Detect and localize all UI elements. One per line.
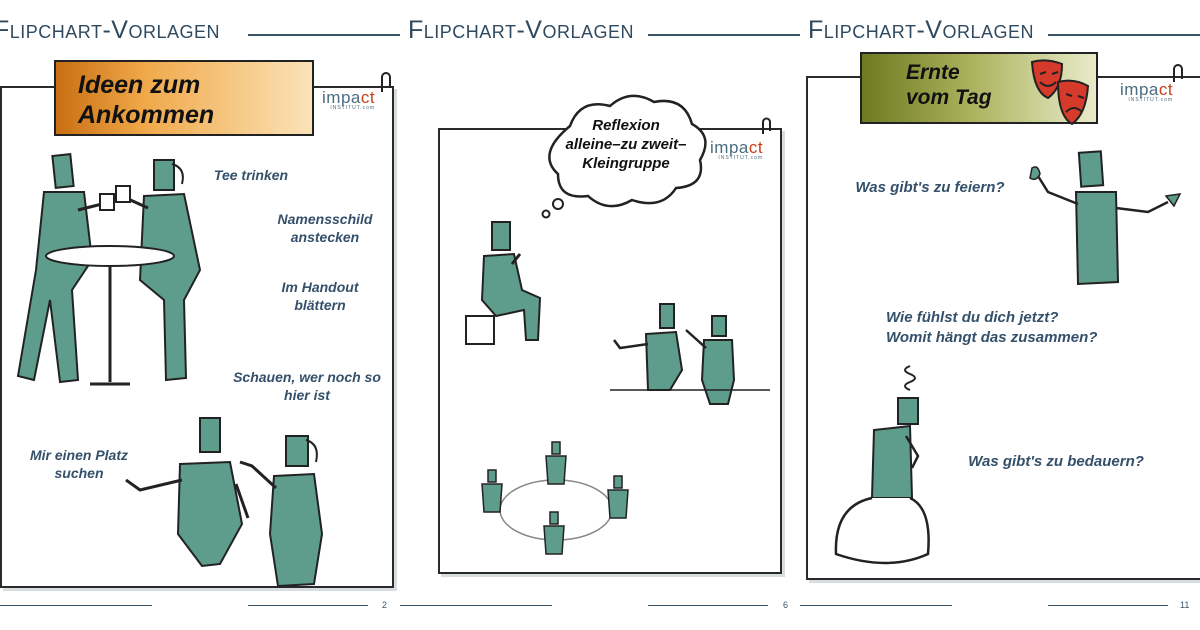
banner-ideen: Ideen zum Ankommen bbox=[54, 60, 314, 136]
cloud-text: Reflexion alleine–zu zweit– Kleingruppe bbox=[565, 117, 687, 172]
footer-rule bbox=[248, 605, 368, 606]
item-text: Schauen, wer noch so hier ist bbox=[233, 369, 381, 403]
flipchart-clip-icon bbox=[1173, 64, 1183, 82]
pondering-person-illustration bbox=[834, 365, 930, 565]
flipchart-clip-icon bbox=[762, 117, 771, 134]
group-circle-illustration bbox=[481, 441, 629, 555]
banner-line: Ernte bbox=[906, 61, 960, 84]
impact-logo: impact INSTITUT.com bbox=[710, 138, 764, 161]
question-text: Was gibt's zu feiern? bbox=[855, 179, 1005, 196]
banner-line: vom Tag bbox=[906, 86, 992, 109]
header-title-3: Flipchart-Vorlagen bbox=[808, 16, 1034, 44]
item-text: Im Handout blättern bbox=[281, 279, 359, 313]
footer-rule bbox=[0, 605, 152, 606]
header-rule bbox=[248, 34, 400, 36]
footer-rule bbox=[800, 605, 952, 606]
banner-line: Ideen zum bbox=[78, 71, 201, 99]
page-number: 6 bbox=[783, 600, 789, 610]
flipchart-clip-icon bbox=[381, 72, 391, 92]
item-text: Namensschild anstecken bbox=[277, 211, 373, 245]
item-text: Tee trinken bbox=[213, 167, 289, 183]
item-text: Mir einen Platz suchen bbox=[29, 447, 129, 481]
banner-line: Ankommen bbox=[78, 101, 215, 129]
thinking-person-illustration bbox=[465, 221, 542, 345]
footer-rule bbox=[400, 605, 552, 606]
impact-logo: impact INSTITUT.com bbox=[1120, 80, 1174, 103]
theater-masks-icon bbox=[1030, 59, 1090, 126]
celebrating-person-illustration bbox=[1029, 150, 1182, 286]
header-title-2: Flipchart-Vorlagen bbox=[408, 16, 634, 44]
header-title-1: Flipchart-Vorlagen bbox=[0, 16, 220, 44]
page-number: 2 bbox=[382, 600, 388, 610]
footer-rule bbox=[1048, 605, 1168, 606]
impact-logo: impact INSTITUT.com bbox=[322, 88, 376, 111]
people-at-table-illustration bbox=[16, 153, 202, 386]
header-rule bbox=[648, 34, 800, 36]
two-people-greeting-illustration bbox=[125, 417, 324, 588]
header-rule bbox=[1048, 34, 1200, 36]
question-text: Wie fühlst du dich jetzt? Womit hängt da… bbox=[886, 309, 1098, 346]
page-number: 11 bbox=[1180, 600, 1190, 610]
two-people-talking-illustration bbox=[610, 303, 770, 405]
question-text: Was gibt's zu bedauern? bbox=[968, 453, 1144, 470]
thought-cloud-icon bbox=[541, 94, 707, 219]
footer-rule bbox=[648, 605, 768, 606]
